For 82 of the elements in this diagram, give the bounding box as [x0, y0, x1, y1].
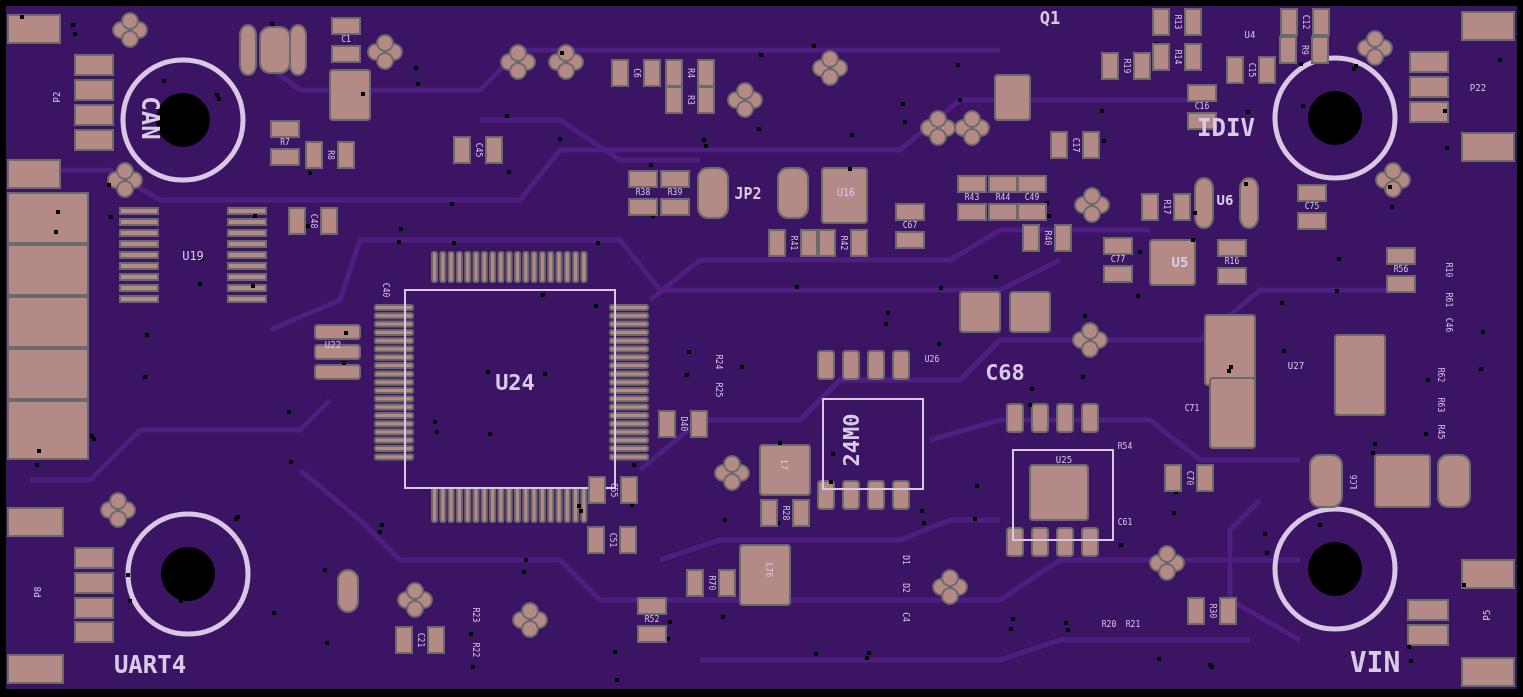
component-designator: R41 [789, 235, 797, 251]
component-designator: U27 [1287, 361, 1305, 371]
component-designator: R52 [644, 616, 660, 624]
component-designator: R24 [714, 354, 722, 370]
component-designator: U26 [924, 356, 940, 364]
component-designator: C71 [1184, 405, 1200, 413]
silkscreen-text: U5 [1171, 255, 1189, 269]
component-designator: C46 [1444, 317, 1452, 333]
component-designator: R54 [1117, 443, 1133, 451]
component-designator: R23 [471, 607, 479, 623]
component-designator: R62 [1436, 367, 1444, 383]
component-designator: C48 [309, 213, 317, 229]
component-designator: D40 [679, 416, 687, 432]
component-designator: R7 [280, 139, 290, 147]
component-designator: LC6 [1351, 474, 1359, 490]
component-designator: L76 [764, 562, 772, 578]
component-designator: R9 [1300, 45, 1308, 55]
component-designator: R22 [471, 642, 479, 658]
component-designator: R42 [839, 235, 847, 251]
component-designator: P5 [1482, 609, 1492, 621]
component-designator: R25 [714, 382, 722, 398]
component-designator: C49 [1024, 194, 1040, 202]
silkscreen-text: JP2 [734, 186, 762, 202]
component-designator: D1 [901, 555, 909, 565]
component-designator: P22 [1469, 83, 1487, 93]
component-designator: R14 [1173, 49, 1181, 65]
component-designator: C12 [1301, 14, 1309, 30]
component-designator: R39 [667, 189, 683, 197]
component-designator: R63 [1436, 397, 1444, 413]
silkscreen-text: UART4 [113, 653, 187, 677]
component-designator: C4 [901, 612, 909, 622]
component-designator: R4 [686, 68, 694, 78]
component-designator: C45 [474, 142, 482, 158]
component-designator: R45 [1436, 424, 1444, 440]
component-designator: C16 [1194, 103, 1210, 111]
component-designator: R8 [326, 150, 334, 160]
silkscreen-text: C68 [985, 362, 1025, 384]
component-designator: C51 [608, 532, 616, 548]
silkscreen-text: Q1 [1039, 9, 1061, 27]
silkscreen-text: 24M0 [841, 413, 863, 467]
component-designator: R61 [1444, 292, 1452, 308]
component-designator: C61 [1117, 519, 1133, 527]
component-designator: R3 [686, 95, 694, 105]
component-designator: R40 [1043, 230, 1051, 246]
component-designator: C17 [1071, 137, 1079, 153]
component-designator: U25 [1055, 455, 1073, 465]
silkscreen-text: IDIV [1197, 116, 1255, 140]
component-designator: R17 [1162, 199, 1170, 215]
component-designator: R43 [964, 194, 980, 202]
component-designator: U4 [1244, 30, 1256, 40]
component-designator: C6 [632, 68, 640, 78]
component-designator: R44 [995, 194, 1011, 202]
component-designator: R28 [781, 505, 789, 521]
component-designator: R16 [1224, 258, 1240, 266]
component-designator: C67 [902, 222, 918, 230]
silkscreen-text: U6 [1216, 193, 1234, 207]
component-designator: C75 [1304, 203, 1320, 211]
component-designator: R56 [1393, 266, 1409, 274]
component-designator: R21 [1125, 621, 1141, 629]
component-designator: R20 [1101, 621, 1117, 629]
component-designator: R13 [1173, 14, 1181, 30]
component-designator: P8 [33, 586, 43, 598]
component-designator: U16 [836, 188, 856, 198]
component-designator: C15 [1247, 62, 1255, 78]
component-designator: R38 [635, 189, 651, 197]
silkscreen-text: VIN [1349, 649, 1401, 677]
component-designator: R19 [1122, 58, 1130, 74]
component-designator: L7 [779, 460, 787, 470]
component-designator: D2 [901, 583, 909, 593]
component-designator: U22 [324, 340, 342, 350]
component-designator: R30 [1208, 603, 1216, 619]
component-designator: U19 [182, 250, 204, 262]
component-designator: C77 [1110, 256, 1126, 264]
component-designator: R70 [707, 575, 715, 591]
component-designator: C1 [341, 36, 351, 44]
component-designator: C70 [1185, 470, 1193, 486]
component-designator: R10 [1444, 262, 1452, 278]
component-designator: C21 [416, 632, 424, 648]
silkscreen-text: U24 [495, 372, 535, 394]
silkscreen-text: CAN [138, 96, 162, 140]
component-designator: C40 [381, 282, 389, 298]
component-designator: P2 [52, 91, 62, 103]
